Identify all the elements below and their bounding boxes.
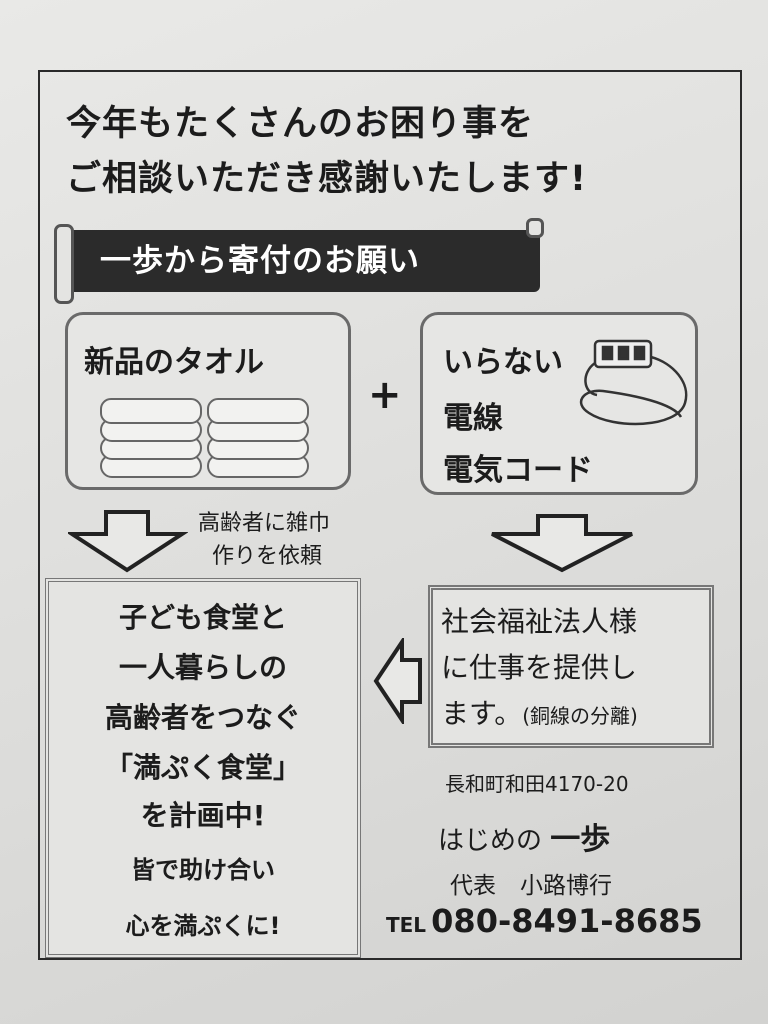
- org-name: はじめの 一歩: [438, 814, 610, 858]
- towel-title: 新品のタオル: [84, 345, 264, 380]
- cord-line-3: 電気コード: [443, 453, 593, 488]
- address: 長和町和田4170-20: [445, 772, 629, 796]
- plan-sub-1: 皆で助け合い: [131, 856, 275, 884]
- plan-box: 子ども食堂と 一人暮らしの 高齢者をつなぐ 「満ぷく食堂」 を計画中! 皆で助け…: [45, 578, 361, 958]
- cord-line-1: いらない: [443, 345, 563, 380]
- towel-stack-icon: [100, 398, 309, 478]
- headline-line-1: 今年もたくさんのお困り事を: [66, 104, 535, 144]
- welfare-line-2: に仕事を提供し: [441, 651, 638, 684]
- plan-line-1: 子ども食堂と: [118, 601, 287, 634]
- towel-note-line-2: 作りを依頼: [212, 544, 323, 569]
- welfare-paren: (銅線の分離): [522, 704, 638, 728]
- plan-line-3: 高齢者をつなぐ: [104, 701, 301, 734]
- left-arrow-icon: [373, 638, 422, 724]
- donation-banner: 一歩から寄付のお願い: [54, 218, 544, 304]
- welfare-line-3: ます。: [441, 697, 523, 730]
- tel-number: 080-8491-8685: [431, 902, 703, 940]
- towel-box: 新品のタオル: [65, 312, 351, 490]
- plan-line-5: を計画中!: [140, 799, 266, 832]
- plan-line-4: 「満ぷく食堂」: [104, 751, 301, 784]
- plus-sign: +: [368, 372, 402, 418]
- welfare-box: 社会福祉法人様 に仕事を提供し ます。(銅線の分離): [428, 585, 714, 748]
- rep-name: 小路博行: [520, 873, 612, 899]
- banner-text: 一歩から寄付のお願い: [100, 243, 420, 279]
- cord-line-2: 電線: [443, 401, 503, 436]
- rep-label: 代表: [450, 873, 496, 899]
- power-strip-icon: [579, 339, 688, 426]
- headline-line-2: ご相談いただき感謝いたします!: [66, 159, 587, 199]
- towel-note-line-1: 高齢者に雑巾: [198, 511, 331, 536]
- down-arrow-right-icon: [491, 514, 633, 573]
- cord-box: いらない 電線 電気コード: [420, 312, 698, 495]
- down-arrow-left-icon: [68, 510, 188, 573]
- tel-label: TEL: [386, 913, 427, 937]
- org-prefix: はじめの: [438, 826, 543, 856]
- plan-line-2: 一人暮らしの: [118, 651, 287, 684]
- welfare-line-1: 社会福祉法人様: [441, 605, 638, 638]
- plan-sub-2: 心を満ぷくに!: [125, 912, 281, 940]
- flyer-border: [38, 70, 742, 960]
- org-main: 一歩: [550, 822, 611, 857]
